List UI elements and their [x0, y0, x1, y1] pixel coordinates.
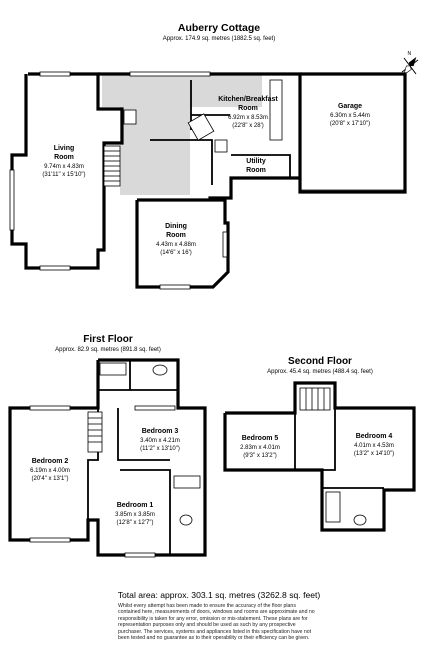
- window: [29, 537, 71, 543]
- second-floor-inner-walls: [294, 408, 384, 489]
- kitchen-units: [187, 79, 283, 153]
- window: [29, 405, 71, 411]
- window: [159, 284, 191, 290]
- bathroom-fixtures: [325, 491, 367, 526]
- room-name: Garage: [338, 103, 362, 110]
- room-dimensions: 6.30m x 5.44m: [330, 113, 370, 119]
- first-floor-inner-walls: [87, 360, 178, 555]
- room-dimensions: 4.43m x 4.88m: [156, 242, 196, 248]
- room-name: Bedroom 5: [242, 435, 279, 442]
- room-dimensions: (20'8" x 17'10"): [330, 121, 370, 127]
- window: [124, 552, 156, 558]
- terrace-shading: [102, 73, 262, 107]
- room-dimensions: (13'2" x 14'10"): [354, 451, 394, 457]
- disclaimer: Whilst every attempt has been made to en…: [118, 603, 315, 642]
- room-dimensions: (22'8" x 28'): [232, 123, 263, 129]
- room-name: Bedroom 3: [142, 428, 179, 435]
- first-floor-area: Approx. 82.9 sq. metres (891.8 sq. feet): [55, 347, 161, 353]
- room-dimensions: 6.92m x 8.53m: [228, 115, 268, 121]
- second-floor-walls: [223, 381, 416, 532]
- room-name: Living: [54, 145, 75, 152]
- window: [39, 265, 71, 271]
- wc: [123, 109, 137, 125]
- stairs: [103, 145, 121, 187]
- kitchen-walls: [150, 80, 230, 160]
- room-dimensions: 2.83m x 4.01m: [240, 445, 280, 451]
- stairs: [299, 387, 331, 411]
- second-floor-area: Approx. 45.4 sq. metres (488.4 sq. feet): [267, 369, 373, 375]
- bathroom-fixtures: [99, 362, 201, 526]
- room-dimensions: 3.40m x 4.21m: [140, 438, 180, 444]
- window: [129, 71, 211, 77]
- room-name: Kitchen/Breakfast: [218, 96, 278, 103]
- compass-label: N: [408, 51, 412, 57]
- room-name: Bedroom 2: [32, 458, 69, 465]
- first-floor-walls: [8, 358, 207, 557]
- ground-floor-area: Approx. 174.9 sq. metres (1882.5 sq. fee…: [163, 36, 275, 42]
- room-name: Dining: [165, 223, 187, 230]
- room-dimensions: (20'4" x 13'1"): [32, 476, 69, 482]
- room-name: Bedroom 4: [356, 433, 393, 440]
- room-name: Room: [238, 105, 258, 112]
- total-area: Total area: approx. 303.1 sq. metres (32…: [117, 590, 321, 600]
- window: [39, 71, 71, 77]
- stairs: [87, 411, 103, 453]
- room-name: Room: [246, 167, 266, 174]
- dining-room-walls: [135, 198, 230, 289]
- window: [9, 169, 15, 231]
- room-dimensions: 4.01m x 4.53m: [354, 443, 394, 449]
- room-dimensions: (31'11" x 15'10"): [42, 172, 85, 178]
- room-name: Room: [166, 232, 186, 239]
- room-name: Room: [54, 154, 74, 161]
- room-dimensions: (14'6" x 16'): [160, 250, 191, 256]
- room-dimensions: 6.19m x 4.00m: [30, 468, 70, 474]
- room-name: Bedroom 1: [117, 502, 154, 509]
- room-dimensions: (9'3" x 13'2"): [243, 453, 277, 459]
- room-dimensions: (11'2" x 13'10"): [140, 446, 180, 452]
- window: [222, 231, 228, 258]
- garage-walls: [298, 72, 407, 194]
- window: [134, 405, 176, 411]
- first-floor-title: First Floor: [83, 334, 133, 345]
- room-dimensions: 3.85m x 3.85m: [115, 512, 155, 518]
- second-floor-title: Second Floor: [288, 356, 352, 367]
- room-dimensions: 9.74m x 4.83m: [44, 164, 84, 170]
- room-name: Utility: [246, 158, 266, 165]
- ground-floor-title: Auberry Cottage: [178, 22, 260, 34]
- utility-walls: [211, 154, 291, 185]
- room-dimensions: (12'8" x 12'7"): [117, 520, 154, 526]
